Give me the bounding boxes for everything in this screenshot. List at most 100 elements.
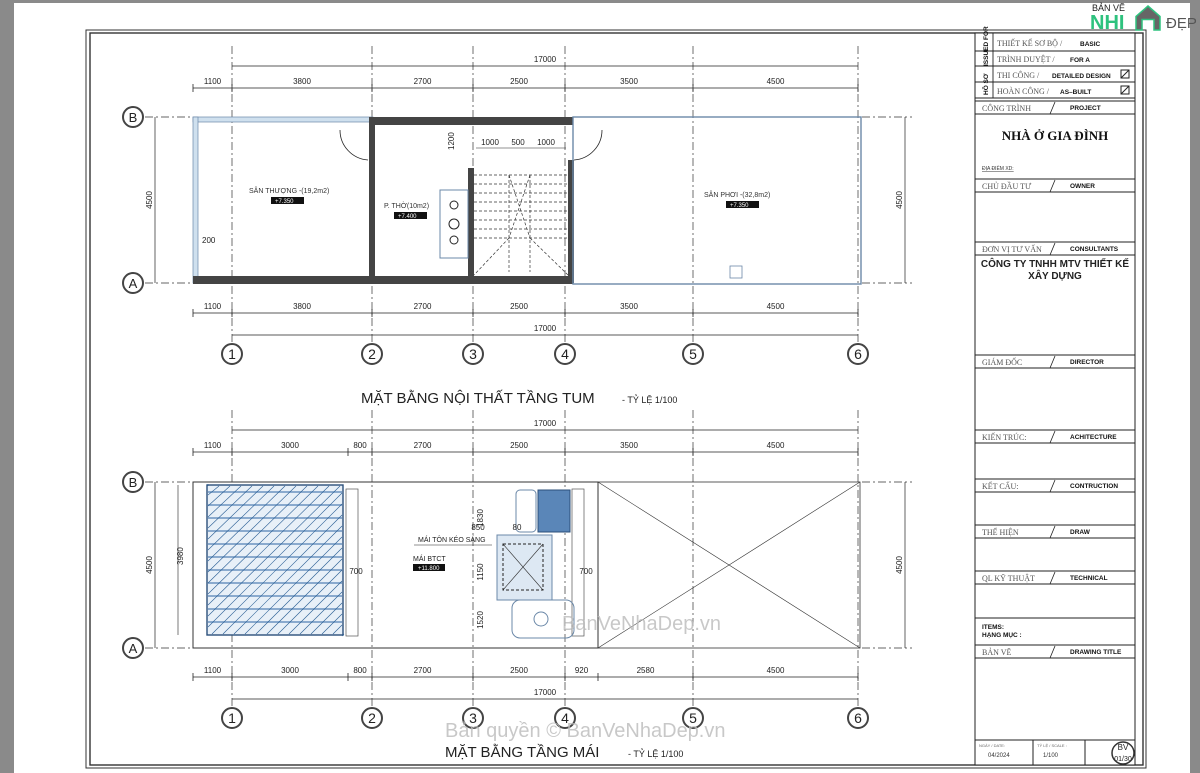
axis-bubble: [122, 106, 144, 128]
drawing-title-en: DRAWING TITLE: [1070, 649, 1122, 656]
role-en: ACHITECTURE: [1070, 434, 1117, 441]
hatch-line: [211, 503, 343, 635]
project-en: PROJECT: [1070, 105, 1101, 112]
inner-border: [89, 32, 1144, 766]
axis-bubble: [847, 707, 869, 729]
stair: [473, 174, 569, 276]
dimension-label: 2580: [637, 666, 655, 675]
axis-bubble: [361, 707, 383, 729]
dimension-label: 2700: [414, 302, 432, 311]
axis-bubble: [462, 707, 484, 729]
checkbox-mark: [1120, 69, 1130, 79]
watermark: Bản quyền © BanVeNhaDep.vn: [445, 720, 726, 742]
owner-label: CHỦ ĐẦU TƯ: [982, 181, 1032, 191]
plan-title: MẶT BẰNG NỘI THẤT TẦNG TUM: [361, 389, 595, 407]
axis-bubble: [221, 707, 243, 729]
issue-row-vn: THIẾT KẾ SƠ BỘ /: [997, 38, 1063, 48]
axis-label: 2: [368, 710, 376, 726]
level-value: +11.800: [418, 566, 440, 572]
hatch-line: [321, 613, 343, 635]
divider: [1049, 179, 1056, 193]
hatch-line: [222, 514, 343, 635]
dimension-label: 4500: [767, 666, 785, 675]
divider: [1049, 355, 1056, 369]
side-dimension: 4500: [895, 556, 904, 574]
plan-scale: - TỶ LỆ 1/100: [628, 748, 683, 759]
date-value: 04/2024: [988, 753, 1010, 759]
room-name: SÂN PHƠI -(32,8m2): [704, 190, 770, 199]
sheet-code: BV: [1118, 743, 1129, 752]
hatch-line: [207, 492, 343, 628]
watermark: BanVeNhaDep.vn: [562, 613, 721, 635]
axis-label: A: [129, 641, 138, 656]
total-dimension: 17000: [534, 55, 557, 64]
hatch-line: [207, 485, 330, 606]
hatch-line: [207, 485, 220, 496]
level-marker: [394, 212, 427, 219]
divider: [1049, 645, 1056, 659]
dimension-label: 800: [353, 441, 367, 450]
divider: [1049, 571, 1056, 585]
axis-bubble: [682, 707, 704, 729]
issue-row-en: AS–BUILT: [1060, 89, 1091, 96]
total-dimension: 17000: [534, 324, 557, 333]
issue-row-en: DETAILED DESIGN: [1052, 73, 1111, 80]
level-value: +7.350: [275, 199, 294, 205]
axis-bubble: [847, 343, 869, 365]
room-name: P. THỜ(10m2): [384, 201, 429, 210]
hatch-line: [207, 485, 319, 595]
hatch-line: [266, 558, 343, 635]
misc-dimension: 700: [579, 567, 593, 576]
hatch-line: [233, 525, 343, 635]
plans-layer: [122, 46, 912, 729]
role-label: GIÁM ĐỐC: [982, 357, 1022, 367]
axis-bubble: [361, 343, 383, 365]
axis-label: 3: [469, 346, 477, 362]
axis-label: 4: [561, 710, 569, 726]
drawing-title-label: BẢN VẼ: [982, 647, 1012, 657]
axis-label: 5: [689, 710, 697, 726]
dimension-label: 3800: [293, 302, 311, 311]
dimension-label: 2500: [510, 441, 528, 450]
dimension-label: 3500: [620, 77, 638, 86]
sheet-number-bubble: [1111, 741, 1135, 765]
scale-label: TỶ LỆ / SCALE :: [1037, 743, 1067, 748]
axis-label: B: [129, 475, 138, 490]
misc-dimension: 80: [513, 523, 522, 532]
top-plan-walls: [192, 116, 862, 285]
issued-for-label: ISSUED FOR: [983, 26, 990, 66]
hatch-line: [341, 633, 345, 637]
dimension-label: 2500: [510, 302, 528, 311]
axis-bubble: [221, 343, 243, 365]
logo-text-nhi: NHI: [1090, 12, 1125, 34]
stair-dimension: 500: [511, 138, 525, 147]
scale-value: 1/100: [1043, 753, 1059, 759]
dimension-label: 2700: [414, 441, 432, 450]
side-dimension: 4500: [145, 556, 154, 574]
location-label: ĐỊA ĐIỂM XD:: [982, 165, 1014, 172]
room-name: SÂN THƯỢNG -(19,2m2): [249, 186, 329, 195]
level-marker: [271, 197, 304, 204]
dimension-label: 3500: [620, 441, 638, 450]
hatch-line: [207, 485, 242, 518]
roof-plan-shapes: [192, 481, 861, 649]
axis-label: 1: [228, 710, 236, 726]
level-value: +7.400: [398, 214, 417, 220]
level-value: +7.350: [730, 203, 749, 209]
issue-row-en: FOR A: [1070, 57, 1090, 64]
dimension-label: 800: [353, 666, 367, 675]
dimension-label: 1100: [204, 441, 222, 450]
axis-bubble: [462, 343, 484, 365]
checkbox-icon: [1120, 85, 1130, 95]
consultant-name: XÂY DỰNG: [1028, 269, 1082, 282]
axis-label: 4: [561, 346, 569, 362]
hatch-line: [244, 536, 343, 635]
axis-bubble: [122, 272, 144, 294]
logo-text-dep: ĐẸP: [1166, 15, 1197, 32]
divider: [1049, 242, 1056, 256]
role-en: CONTRUCTION: [1070, 483, 1118, 490]
role-en: DRAW: [1070, 529, 1091, 536]
consultant-label: ĐƠN VỊ TƯ VẤN: [982, 244, 1042, 254]
dimension-label: 2700: [414, 666, 432, 675]
role-en: DIRECTOR: [1070, 359, 1104, 366]
